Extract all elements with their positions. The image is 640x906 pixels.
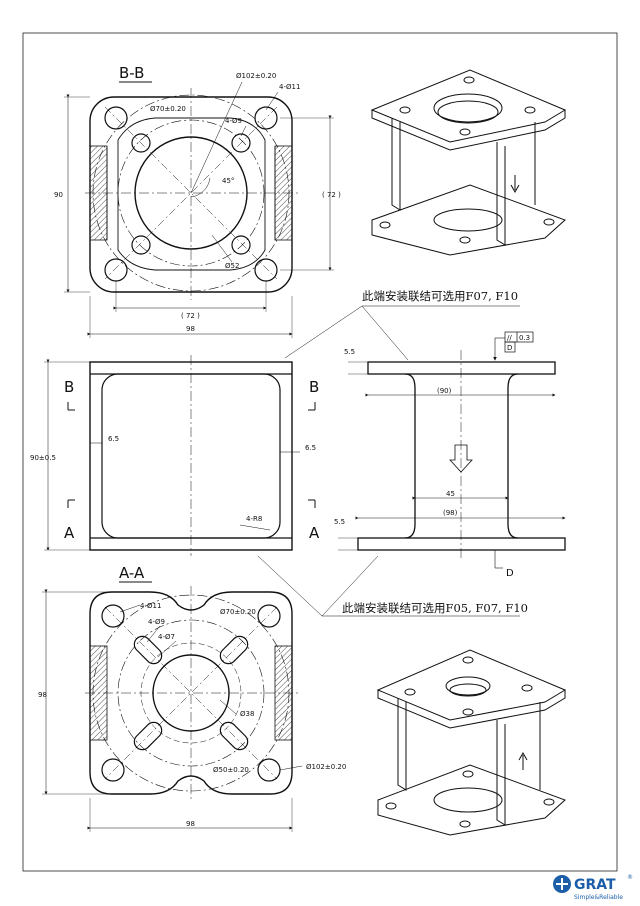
logo-tagline: Simple&Reliable [574, 894, 623, 901]
aa-d38-label: Ø38 [240, 710, 254, 718]
bb-holes-11-label: 4-Ø11 [279, 83, 300, 91]
aa-d70-label: Ø70±0.20 [220, 608, 256, 616]
front-section-a-right: A [309, 524, 320, 542]
aa-holes-9-label: 4-Ø9 [148, 618, 165, 626]
bottom-iso-view [376, 649, 567, 836]
bottom-install-note: 此端安装联结可选用F05, F07, F10 [342, 601, 528, 615]
datum-d-label: D [506, 568, 514, 579]
bb-d52-label: Ø52 [225, 262, 239, 270]
drawing-frame [22, 32, 618, 872]
grat-logo: GRAT ® Simple&Reliable [553, 874, 633, 901]
front-view: B B A A 90±0.5 6.5 6.5 4-R8 [30, 355, 320, 556]
tolerance-datum: D [507, 344, 512, 352]
front-height-label: 90±0.5 [30, 454, 56, 462]
bb-right-72-label: ( 72 ) [322, 191, 341, 199]
front-section-a-left: A [64, 524, 75, 542]
bb-section-title: B-B [119, 64, 144, 82]
bb-holes-9-label: 4-Ø9 [225, 117, 242, 125]
aa-pcd-label: Ø102±0.20 [306, 763, 346, 771]
top-install-note: 此端安装联结可选用F07, F10 [362, 289, 518, 303]
front-inner-left-label: 6.5 [108, 435, 119, 443]
side-center-45-label: 45 [446, 490, 455, 498]
front-inner-right-label: 6.5 [305, 444, 316, 452]
logo-name: GRAT [574, 877, 616, 893]
bb-height-label: 90 [54, 191, 63, 199]
aa-holes-7-label: 4-Ø7 [158, 633, 175, 641]
front-section-b-left: B [64, 378, 74, 396]
bb-width-label: 98 [186, 325, 195, 333]
aa-section-title: A-A [119, 564, 145, 582]
bb-bottom-72-label: ( 72 ) [181, 312, 200, 320]
aa-holes-11-label: 4-Ø11 [140, 602, 161, 610]
side-gap-90-label: (90) [437, 387, 452, 395]
aa-section-view: A-A 4-Ø11 4-Ø9 4-Ø7 Ø70±0.20 [38, 564, 346, 832]
side-gap-98-label: (98) [443, 509, 458, 517]
logo-reg: ® [627, 874, 633, 881]
side-top-thickness-label: 5.5 [344, 348, 355, 356]
bb-angle-label: 45° [222, 177, 234, 185]
side-bottom-thickness-label: 5.5 [334, 518, 345, 526]
front-radius-label: 4-R8 [246, 515, 262, 523]
aa-d50-label: Ø50±0.20 [213, 766, 249, 774]
bb-pcd-label: Ø102±0.20 [236, 72, 276, 80]
bb-section-view: B-B [54, 64, 341, 338]
aa-width-label: 98 [186, 820, 195, 828]
tolerance-value: 0.3 [519, 334, 530, 342]
top-iso-view [370, 69, 567, 256]
side-view: 5.5 (90) 45 (98) 5.5 // 0.3 D D [334, 331, 566, 579]
aa-height-label: 98 [38, 691, 47, 699]
tolerance-symbol: // [507, 334, 512, 342]
bb-d70-label: Ø70±0.20 [150, 105, 186, 113]
front-section-b-right: B [309, 378, 319, 396]
